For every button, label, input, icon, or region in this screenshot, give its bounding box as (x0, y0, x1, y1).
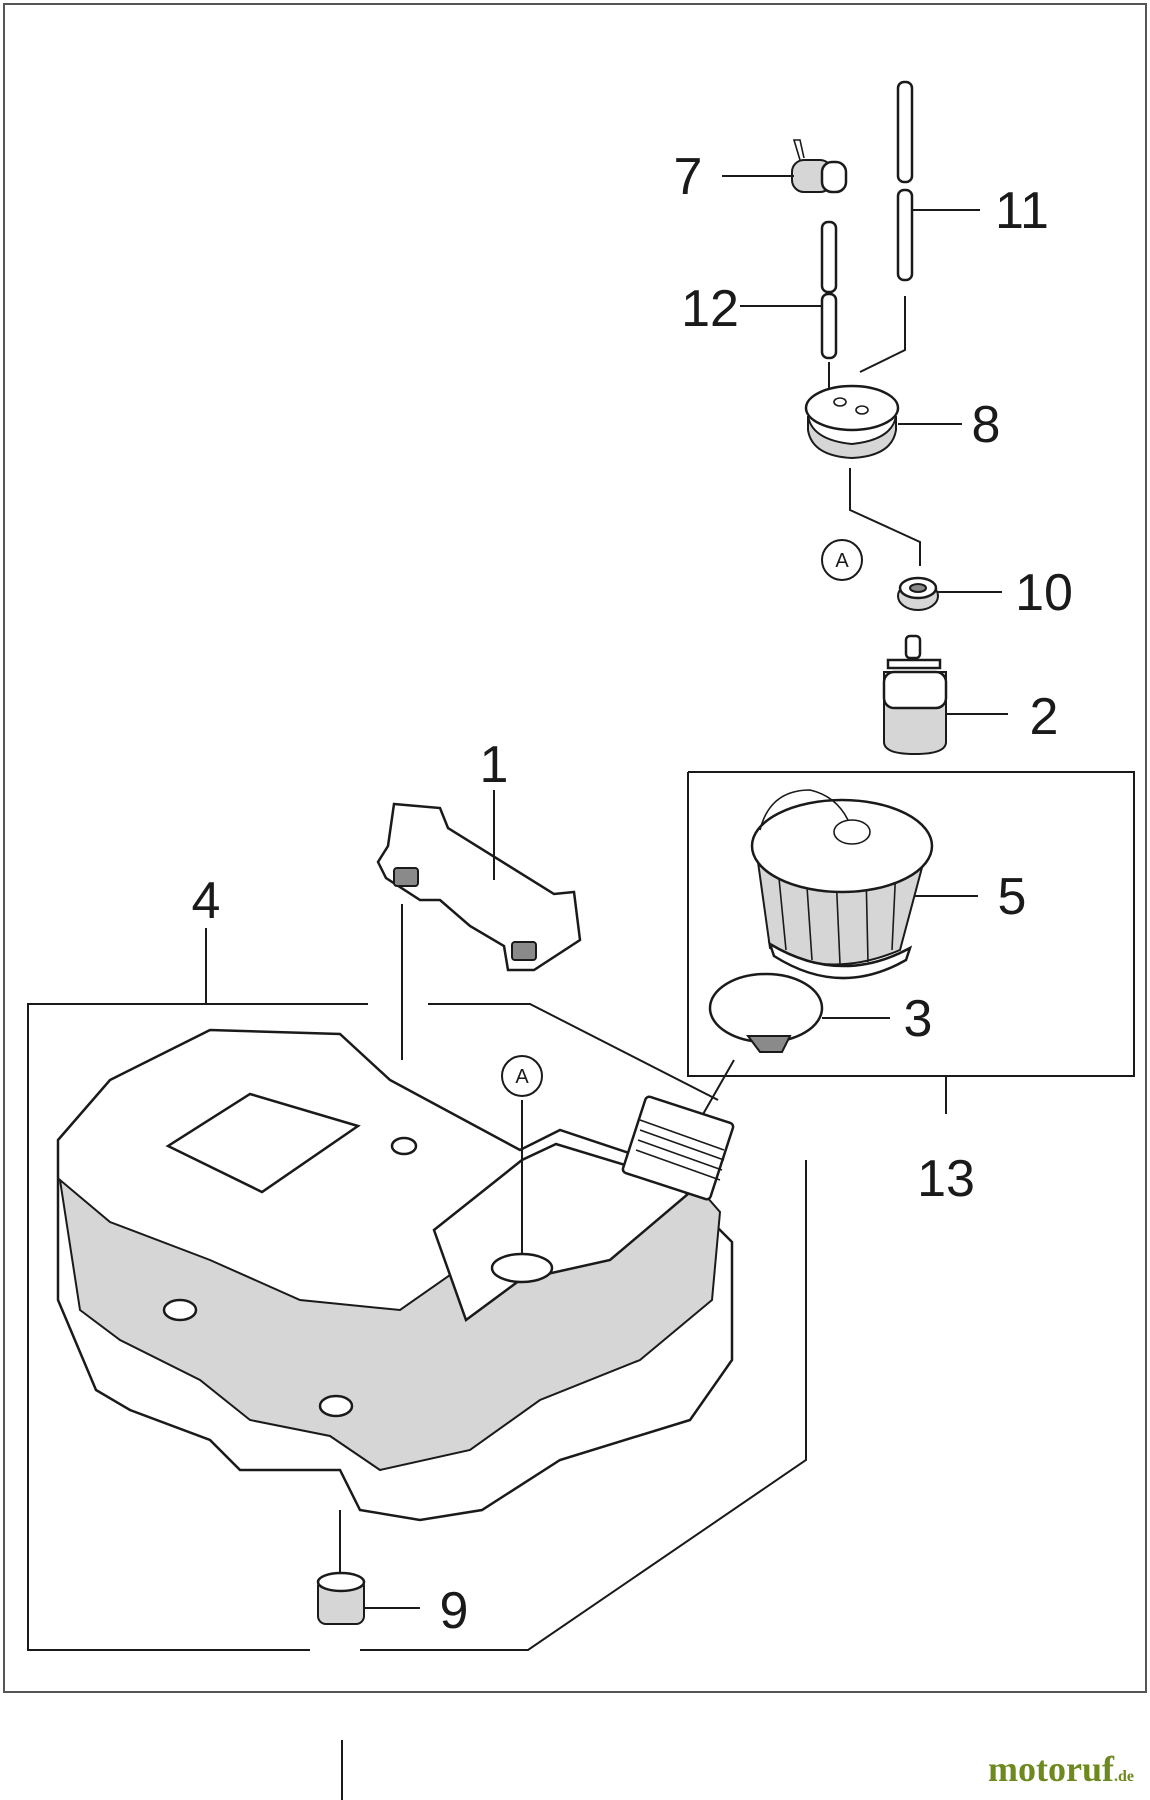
part-9-foot (316, 1510, 420, 1625)
svg-text:A: A (835, 550, 849, 572)
part-4-tank (56, 1028, 735, 1522)
part-1-bracket (376, 790, 582, 1060)
label-9: 9 (440, 1582, 469, 1640)
label-1: 1 (480, 736, 509, 794)
svg-text:A: A (515, 1066, 529, 1088)
part-12-tube (740, 220, 838, 398)
part-11-tube (859, 80, 980, 373)
label-5: 5 (998, 868, 1027, 926)
marker-a-top: A (821, 539, 863, 581)
part-8-grommet (804, 384, 962, 566)
label-8: 8 (972, 396, 1001, 454)
part-10-seal (897, 576, 1002, 611)
marker-a-tank: A (501, 1055, 543, 1097)
label-11: 11 (995, 182, 1049, 240)
group-13-box (687, 771, 1135, 1114)
watermark-logo: motoruf.de (988, 1749, 1134, 1789)
group-4-frame (27, 928, 807, 1800)
diagram-frame (3, 3, 1147, 1693)
label-10: 10 (1015, 564, 1073, 622)
label-3: 3 (904, 990, 933, 1048)
label-2: 2 (1030, 688, 1059, 746)
label-13: 13 (917, 1150, 975, 1208)
part-7-clip (722, 139, 848, 194)
label-12: 12 (681, 280, 739, 338)
part-5-cap (750, 789, 978, 980)
label-7: 7 (674, 148, 703, 206)
label-4: 4 (192, 872, 221, 930)
part-3-gasket (701, 972, 890, 1117)
part-2-filter (882, 634, 1008, 756)
